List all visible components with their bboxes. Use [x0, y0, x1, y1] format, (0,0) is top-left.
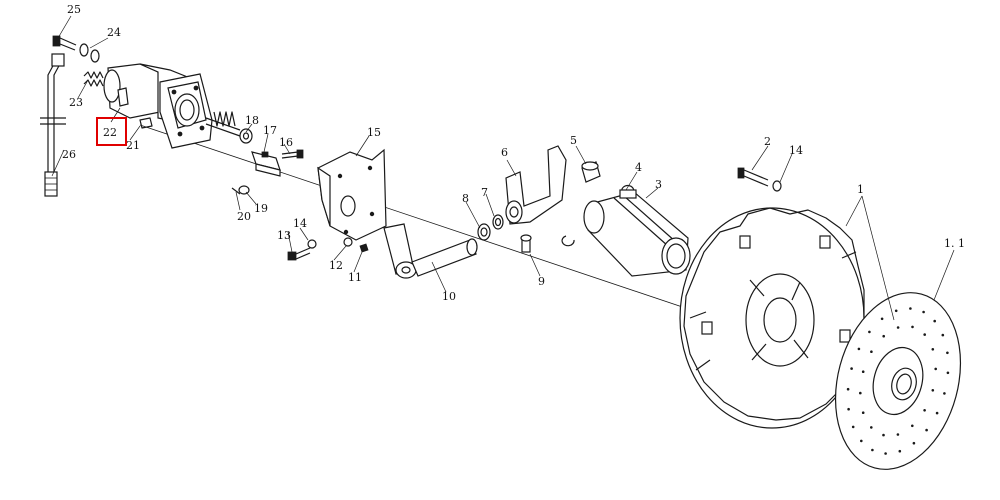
label-19: 19	[254, 202, 268, 215]
label-7: 7	[481, 186, 488, 199]
part-6-release-fork	[505, 145, 567, 225]
rivet-dot	[935, 411, 939, 415]
rivet-dot	[923, 333, 926, 336]
label-16: 16	[279, 136, 293, 149]
part-24-washers	[79, 43, 100, 63]
label-9: 9	[538, 275, 545, 288]
label-5: 5	[570, 134, 577, 147]
label-1: 1	[857, 183, 864, 196]
part-15-bracket	[317, 148, 387, 241]
rivet-dot	[896, 326, 900, 329]
rivet-dot	[931, 348, 935, 351]
label-13: 13	[277, 229, 291, 242]
rivet-dot	[846, 387, 850, 391]
label-23: 23	[69, 96, 83, 109]
rivet-dot	[909, 307, 912, 310]
part-14-nut-right	[772, 180, 782, 192]
part-23-spring	[83, 71, 104, 87]
rivet-dot	[884, 452, 887, 455]
rivet-dot	[861, 411, 865, 415]
part-3-bearing-sleeve	[583, 189, 691, 277]
part-2-bolt	[737, 167, 769, 187]
label-17: 17	[263, 124, 277, 137]
label-1-1: 1. 1	[944, 237, 965, 250]
part-10-lever-shaft	[383, 223, 478, 279]
part-14-washer-left	[307, 239, 317, 249]
part-16-bolt	[281, 149, 304, 159]
rivet-dot	[851, 425, 855, 429]
rivet-dot	[923, 409, 926, 412]
rivet-dot	[880, 317, 884, 321]
rivet-dot	[896, 433, 900, 436]
rivet-dot	[933, 319, 936, 323]
rivet-dot	[857, 347, 861, 351]
label-25: 25	[67, 3, 81, 16]
part-labels: 25 24 23 22 21 26 18 17 16 15 19 20 14 1…	[62, 3, 965, 303]
label-21: 21	[126, 139, 140, 152]
rivet-dot	[931, 389, 935, 392]
part-12-washer	[343, 237, 353, 247]
part-17-clevis	[251, 151, 281, 177]
leader-lines	[51, 15, 955, 321]
rivet-dot	[861, 370, 865, 374]
label-14-right: 14	[789, 144, 803, 157]
rivet-dot	[925, 428, 928, 432]
label-4: 4	[635, 161, 642, 174]
part-5-bushing	[581, 161, 601, 183]
rivet-dot	[882, 334, 885, 338]
highlight-box-part-22	[96, 117, 127, 146]
rivet-dot	[911, 424, 914, 428]
rivet-dot	[868, 330, 871, 334]
rivet-dot	[941, 333, 945, 337]
rivet-dot	[871, 448, 874, 452]
part-11-nut	[359, 243, 369, 253]
label-2: 2	[764, 135, 771, 148]
rivet-dot	[847, 407, 850, 411]
rivet-dot	[898, 449, 902, 453]
rivet-dot	[943, 392, 946, 395]
label-12: 12	[329, 259, 343, 272]
rivet-dot	[912, 441, 916, 445]
rivet-dot	[882, 433, 885, 437]
rivet-dot	[860, 439, 863, 443]
part-8-bushing	[477, 223, 491, 241]
label-20: 20	[237, 210, 251, 223]
part-9-grease-fitting	[520, 234, 532, 253]
rivet-dot	[946, 351, 949, 355]
rivet-dot	[850, 367, 853, 370]
part-push-rod	[205, 111, 241, 137]
rivet-dot	[934, 367, 937, 371]
label-8: 8	[462, 192, 469, 205]
label-22: 22	[103, 126, 117, 139]
rivet-dot	[859, 391, 862, 395]
rivet-dot	[870, 426, 873, 429]
part-19-washer	[238, 185, 250, 195]
label-18: 18	[245, 114, 259, 127]
rivet-dot	[946, 371, 950, 375]
label-6: 6	[501, 146, 508, 159]
rivet-dot	[870, 350, 873, 354]
rivet-dot	[911, 325, 914, 329]
rivet-dot	[894, 309, 898, 313]
rivet-dot	[922, 310, 925, 314]
part-7-ring	[492, 214, 504, 230]
label-10: 10	[442, 290, 456, 303]
clutch-disc-rivets	[846, 307, 950, 455]
part-1-1-clutch-disc	[834, 292, 962, 470]
part-20-pin	[231, 187, 241, 195]
part-25-bolt	[52, 35, 77, 51]
part-18-nut	[239, 128, 253, 144]
label-14-left: 14	[293, 217, 307, 230]
part-booster-cylinder	[103, 63, 213, 149]
label-3: 3	[655, 178, 662, 191]
label-15: 15	[367, 126, 381, 139]
part-26-pipe	[40, 53, 66, 197]
label-11: 11	[348, 271, 362, 284]
label-24: 24	[107, 26, 121, 39]
label-26: 26	[62, 148, 76, 161]
